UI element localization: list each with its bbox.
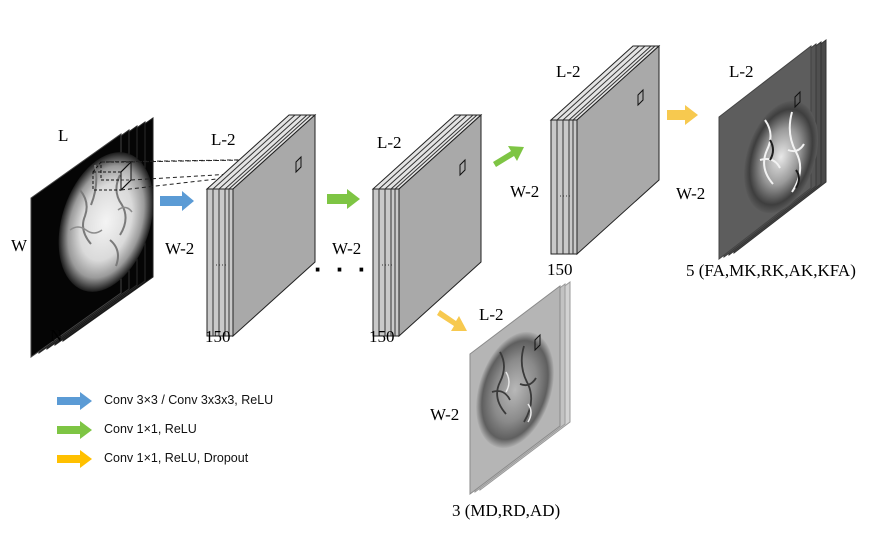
arrow-conv1x1-b	[493, 146, 524, 167]
block3-label-side: W-2	[510, 182, 540, 201]
legend-arrow-green	[57, 421, 92, 439]
input-label-w: W	[11, 236, 28, 255]
output3-label-side: W-2	[430, 405, 460, 424]
feature-block-1	[205, 113, 317, 338]
legend-item-conv3x3: Conv 3×3 / Conv 3x3x3, ReLU	[104, 393, 274, 407]
feature-block-3	[549, 44, 661, 256]
input-brain-image	[58, 152, 154, 292]
ellipsis-layers: · · ·	[314, 254, 370, 284]
block1-label-top: L-2	[211, 130, 236, 149]
block2-label-bottom: 150	[369, 327, 395, 346]
legend-arrow-orange	[57, 450, 92, 468]
output3-label-bottom: 3 (MD,RD,AD)	[452, 501, 561, 520]
legend-item-conv1x1: Conv 1×1, ReLU	[104, 422, 197, 436]
block3-label-bottom: 150	[547, 260, 573, 279]
legend-arrows	[57, 392, 92, 468]
output5-label-side: W-2	[676, 184, 706, 203]
feature-block-2	[371, 113, 483, 338]
legend-item-conv1x1-dropout: Conv 1×1, ReLU, Dropout	[104, 451, 249, 465]
arrow-dropout-b	[437, 310, 467, 331]
input-label-l: L	[58, 126, 69, 145]
output5-label-bottom: 5 (FA,MK,RK,AK,KFA)	[686, 261, 856, 280]
block2-label-top: L-2	[377, 133, 402, 152]
arrow-dropout-a	[667, 105, 698, 125]
legend-arrow-blue	[57, 392, 92, 410]
arrow-conv1x1-a	[327, 189, 360, 209]
block1-label-bottom: 150	[205, 327, 231, 346]
block3-label-top: L-2	[556, 62, 581, 81]
input-stack	[30, 117, 301, 358]
block1-label-side: W-2	[165, 239, 195, 258]
block2-label-side: W-2	[332, 239, 362, 258]
output-stack-3-maps	[469, 280, 571, 496]
arrow-conv3x3	[160, 191, 194, 211]
output-stack-5-maps	[718, 38, 827, 261]
output5-label-top: L-2	[729, 62, 754, 81]
md-brain-image	[476, 331, 554, 449]
output3-label-top: L-2	[479, 305, 504, 324]
input-label-n: N	[50, 326, 63, 345]
fa-brain-image	[744, 100, 818, 214]
